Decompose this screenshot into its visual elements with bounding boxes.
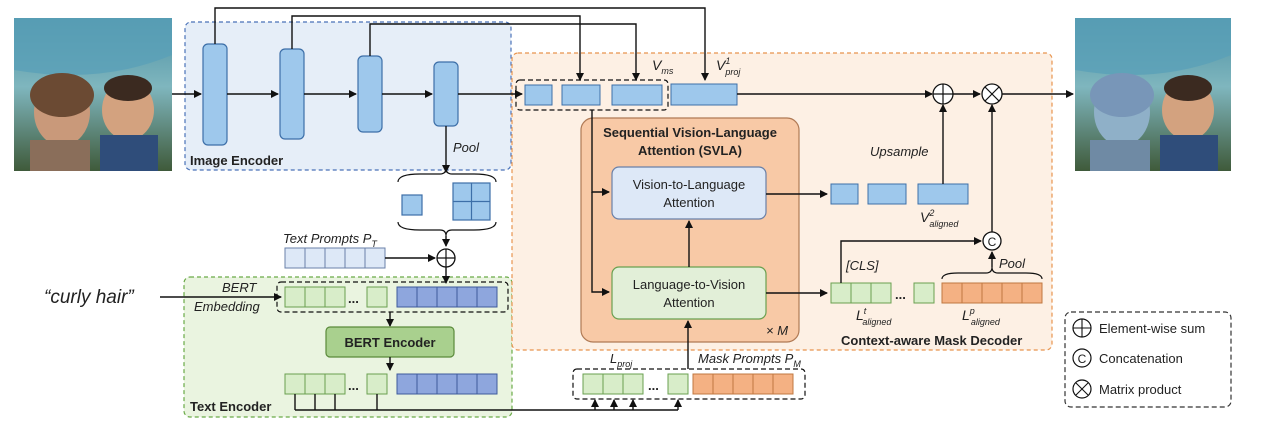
embedding-prompt-tokens — [396, 286, 498, 308]
v2l-label-2: Attention — [663, 195, 714, 210]
l2v-label-1: Language-to-Vision — [633, 277, 746, 292]
lproj-ellipsis: ... — [648, 378, 659, 393]
embedding-word-tokens — [284, 286, 388, 308]
legend-sum-icon — [1072, 318, 1092, 338]
bert-encoder-label: BERT Encoder — [344, 335, 435, 350]
lproj-label: Lproj — [610, 351, 633, 369]
legend-concat-label: Concatenation — [1099, 351, 1183, 366]
legend-sum-label: Element-wise sum — [1099, 321, 1205, 336]
decoder-pool-label: Pool — [999, 256, 1026, 271]
encoder-stage-4 — [433, 61, 459, 127]
vms-features — [524, 84, 663, 106]
lproj-group — [572, 368, 806, 400]
mask-prompt-tokens — [692, 373, 794, 395]
text-prompts-tokens — [284, 247, 386, 269]
pool-brace-lower — [397, 221, 497, 237]
lproj-word-tokens — [582, 373, 689, 395]
legend-concat-icon — [1072, 348, 1092, 368]
concat-symbol: C — [988, 235, 997, 249]
vision-to-language-block — [611, 166, 767, 220]
encoder-stage-1 — [202, 43, 228, 146]
encoder-stage-2 — [279, 48, 305, 140]
image-encoder-label: Image Encoder — [190, 153, 283, 168]
encoder-ellipsis: ... — [348, 378, 359, 393]
cls-label: [CLS] — [845, 258, 879, 273]
language-to-vision-block — [611, 266, 767, 320]
output-photo — [1075, 18, 1231, 171]
bert-embedding-label-1: BERT — [222, 280, 257, 295]
svla-title-1: Sequential Vision-Language — [603, 125, 777, 140]
vms-label: Vms — [652, 57, 674, 76]
v2l-label-1: Vision-to-Language — [633, 177, 746, 192]
legend-box — [1064, 311, 1232, 408]
embedding-group — [276, 281, 509, 313]
encoder-prompt-tokens — [396, 373, 498, 395]
l2v-label-2: Attention — [663, 295, 714, 310]
l-p-aligned-tokens — [941, 282, 1043, 304]
v-aligned-features — [830, 183, 969, 205]
encoder-word-tokens — [284, 373, 388, 395]
mask-prompts-label: Mask Prompts PM — [698, 351, 801, 369]
l-t-aligned-tokens — [830, 282, 935, 304]
upsample-label: Upsample — [870, 144, 929, 159]
image-encoder-region — [184, 21, 512, 171]
svla-repeat-label: × M — [766, 323, 788, 338]
pool-brace — [397, 167, 497, 183]
matrix-product-node — [981, 83, 1003, 105]
element-wise-sum-node-1 — [436, 248, 456, 268]
text-encoder-label: Text Encoder — [190, 399, 271, 414]
pooled-global-feature — [401, 194, 423, 216]
input-text: “curly hair” — [44, 287, 135, 308]
projection-bus — [294, 394, 682, 411]
input-photo — [14, 18, 172, 171]
lt-ellipsis: ... — [895, 287, 906, 302]
legend-concat-symbol: C — [1078, 352, 1087, 366]
pool-label: Pool — [453, 140, 480, 155]
svla-title-2: Attention (SVLA) — [638, 143, 742, 158]
embedding-ellipsis: ... — [348, 291, 359, 306]
legend-product-icon — [1072, 379, 1092, 399]
encoder-stage-3 — [357, 55, 383, 133]
legend-product-label: Matrix product — [1099, 382, 1182, 397]
text-prompts-label: Text Prompts PT — [283, 231, 378, 249]
vproj-feature — [670, 83, 738, 106]
pooled-grid-feature — [452, 182, 491, 221]
decoder-label: Context-aware Mask Decoder — [841, 333, 1022, 348]
element-wise-sum-node-2 — [932, 83, 954, 105]
bert-embedding-label-2: Embedding — [194, 299, 261, 314]
